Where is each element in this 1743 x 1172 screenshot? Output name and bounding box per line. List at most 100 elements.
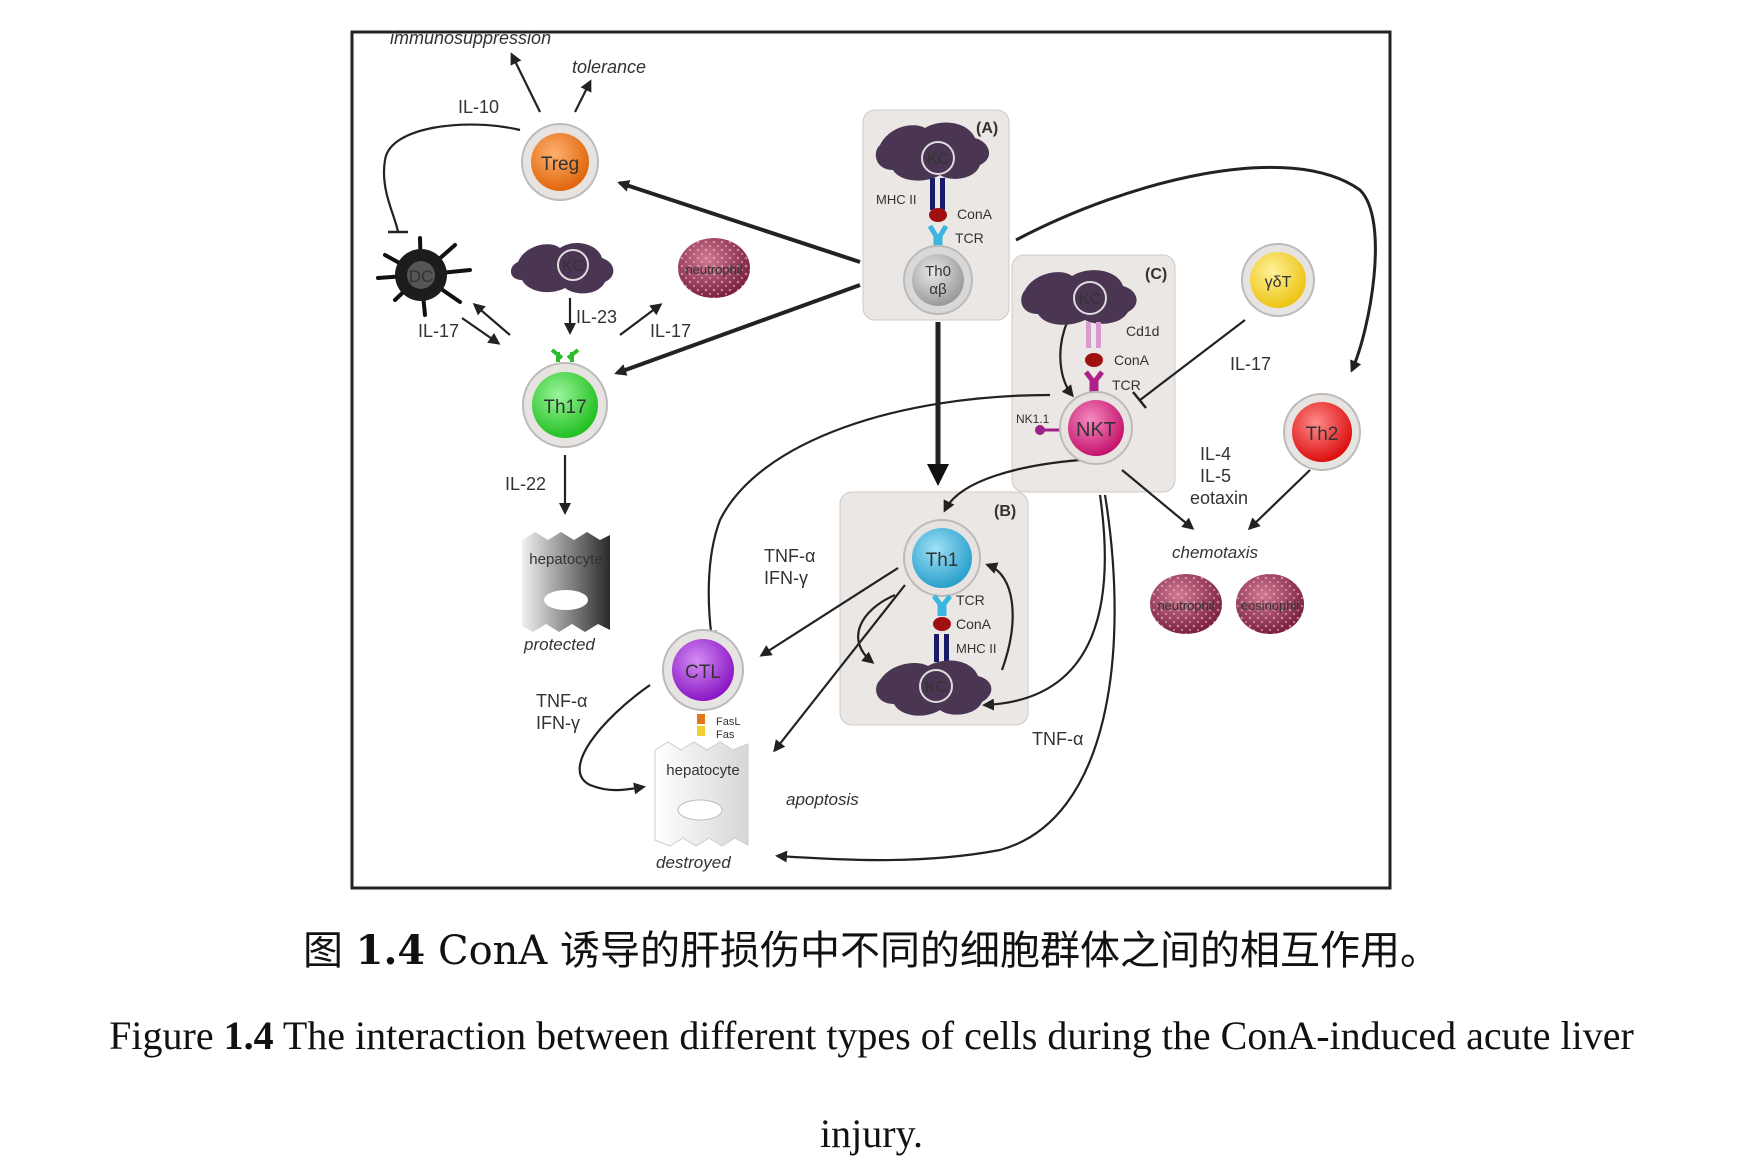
neutrophil-label-top: neutrophil (685, 262, 742, 277)
tnfa-label-ctl: TNF-α (536, 691, 587, 711)
caption-english: Figure 1.4 The interaction between diffe… (0, 1012, 1743, 1059)
chemotaxis-label: chemotaxis (1172, 543, 1258, 562)
hepatocyte-destroyed: hepatocyte (654, 741, 749, 847)
tnfa-label-th1: TNF-α (764, 546, 815, 566)
neutrophil-label-bottom: neutrophil (1157, 598, 1214, 613)
mhc2-label-a: MHC II (876, 192, 916, 207)
neutrophil-bottom: neutrophil (1150, 574, 1222, 634)
ifng-label-th1: IFN-γ (764, 568, 808, 588)
arrow-nkt-to-ctl (704, 393, 1051, 643)
panel-c-label: (C) (1145, 266, 1167, 283)
kc-cell-panel-b: KC (876, 660, 992, 716)
caption-zh-text: ConA 诱导的肝损伤中不同的细胞群体之间的相互作用。 (425, 928, 1441, 974)
th2-cell: Th2 (1283, 393, 1361, 471)
il17-label-th17: IL-17 (650, 321, 691, 341)
nk11-receptor (1035, 425, 1062, 435)
cona-label-a: ConA (957, 206, 993, 222)
destroyed-label: destroyed (656, 853, 731, 872)
fas-marker (697, 726, 705, 736)
eosinophil-label: eosinophil (1241, 598, 1300, 613)
arrow-treg-tolerance (574, 79, 592, 113)
kc-label-c: KC (1079, 291, 1101, 308)
panel-b-box (839, 491, 1029, 726)
tcr-label-c: TCR (1112, 377, 1141, 393)
arrow-nkt-to-th1 (943, 458, 1081, 513)
hepatocyte-label-destroyed: hepatocyte (666, 762, 739, 779)
inhibit-gdt-nkt (1139, 319, 1246, 401)
ctl-label: CTL (685, 662, 721, 683)
th2-label: Th2 (1306, 424, 1339, 445)
arrow-nkt-to-kc-b (982, 494, 1106, 711)
caption-zh-number: 1.4 (355, 927, 426, 974)
immunosuppression-label: immunosuppression (390, 28, 551, 48)
arrow-th0-to-th2 (1015, 165, 1377, 373)
eotaxin-label: eotaxin (1190, 488, 1248, 508)
ifng-label-ctl: IFN-γ (536, 713, 580, 733)
caption-chinese: 图 1.4 ConA 诱导的肝损伤中不同的细胞群体之间的相互作用。 (0, 918, 1743, 976)
tcr-receptor-b (932, 594, 952, 616)
eosinophil-cell: eosinophil (1236, 574, 1304, 634)
arrow-treg-immunosuppression (510, 52, 541, 113)
arrow-nkt-to-hepatocyte (775, 494, 1116, 863)
cona-molecule-a (929, 208, 947, 222)
il4-label: IL-4 (1200, 444, 1231, 464)
il22-label: IL-22 (505, 474, 546, 494)
cona-label-b: ConA (956, 616, 992, 632)
il23-label: IL-23 (576, 307, 617, 327)
arrow-nkt-chemotaxis (1121, 469, 1195, 530)
tcr-receptor-c (1084, 370, 1104, 394)
caption-en-text: The interaction between different types … (273, 1013, 1634, 1058)
gdt-label: γδT (1265, 274, 1292, 291)
tcr-label-a: TCR (955, 230, 984, 246)
kc-label-left: KC (562, 258, 584, 275)
th0-label: Th0 (925, 263, 951, 280)
tnfa-label-nkt: TNF-α (1032, 729, 1083, 749)
fas-label: Fas (716, 729, 735, 741)
kc-label-a: KC (927, 151, 949, 168)
th0-cell: Th0 αβ (903, 245, 973, 315)
nkt-cell: NKT (1059, 391, 1133, 465)
arrow-th1-to-kc-b (857, 593, 896, 664)
arrow-th1-to-hepatocyte (773, 584, 906, 753)
caption-en-text2: injury. (820, 1111, 923, 1156)
arrow-th0-to-treg (617, 180, 861, 264)
mhc2-receptor-b (934, 634, 949, 662)
kc-cell-panel-c: KC (1021, 270, 1137, 325)
hepatocyte-protected: hepatocyte (522, 532, 610, 632)
arrow-th1-to-ctl (759, 567, 899, 657)
il5-label: IL-5 (1200, 466, 1231, 486)
dc-cell: DC (376, 236, 472, 317)
apoptosis-label: apoptosis (786, 790, 859, 809)
hepatocyte-label-protected: hepatocyte (529, 551, 602, 568)
th17-cell: Th17 (522, 348, 608, 448)
panel-a-label: (A) (976, 120, 998, 137)
panel-b-label: (B) (994, 503, 1016, 520)
arrow-th17-neutrophil (619, 303, 663, 336)
arrow-dc-to-th17 (461, 317, 501, 345)
arrow-kc-to-nkt (1059, 319, 1074, 398)
il10-label: IL-10 (458, 97, 499, 117)
cona-liver-injury-diagram: Treg DC KC neutrophil Th17 hepatocyte (350, 28, 1392, 890)
il17-label-dc: IL-17 (418, 321, 459, 341)
fasl-label: FasL (716, 716, 740, 728)
tolerance-label: tolerance (572, 57, 646, 77)
th1-label: Th1 (926, 550, 959, 571)
kc-cell-left: KC (510, 243, 614, 294)
gdt-cell: γδT (1241, 243, 1315, 317)
dc-label: DC (409, 267, 434, 286)
arrow-th2-chemotaxis (1247, 469, 1311, 531)
arrow-ctl-to-hepatocyte (578, 684, 651, 795)
protected-label: protected (523, 635, 595, 654)
th1-cell: Th1 (903, 519, 981, 597)
mhc2-label-b: MHC II (956, 641, 996, 656)
cd1d-receptor (1086, 322, 1101, 348)
tcr-label-b: TCR (956, 592, 985, 608)
cona-label-c: ConA (1114, 352, 1150, 368)
th0-ab-label: αβ (929, 281, 947, 298)
treg-label: Treg (541, 154, 579, 175)
inhibit-treg-dc (382, 123, 521, 233)
caption-zh-prefix: 图 (302, 928, 356, 974)
th17-label: Th17 (543, 397, 586, 418)
ctl-cell: CTL (662, 629, 744, 711)
arrow-kc-b-to-th1 (985, 562, 1014, 671)
